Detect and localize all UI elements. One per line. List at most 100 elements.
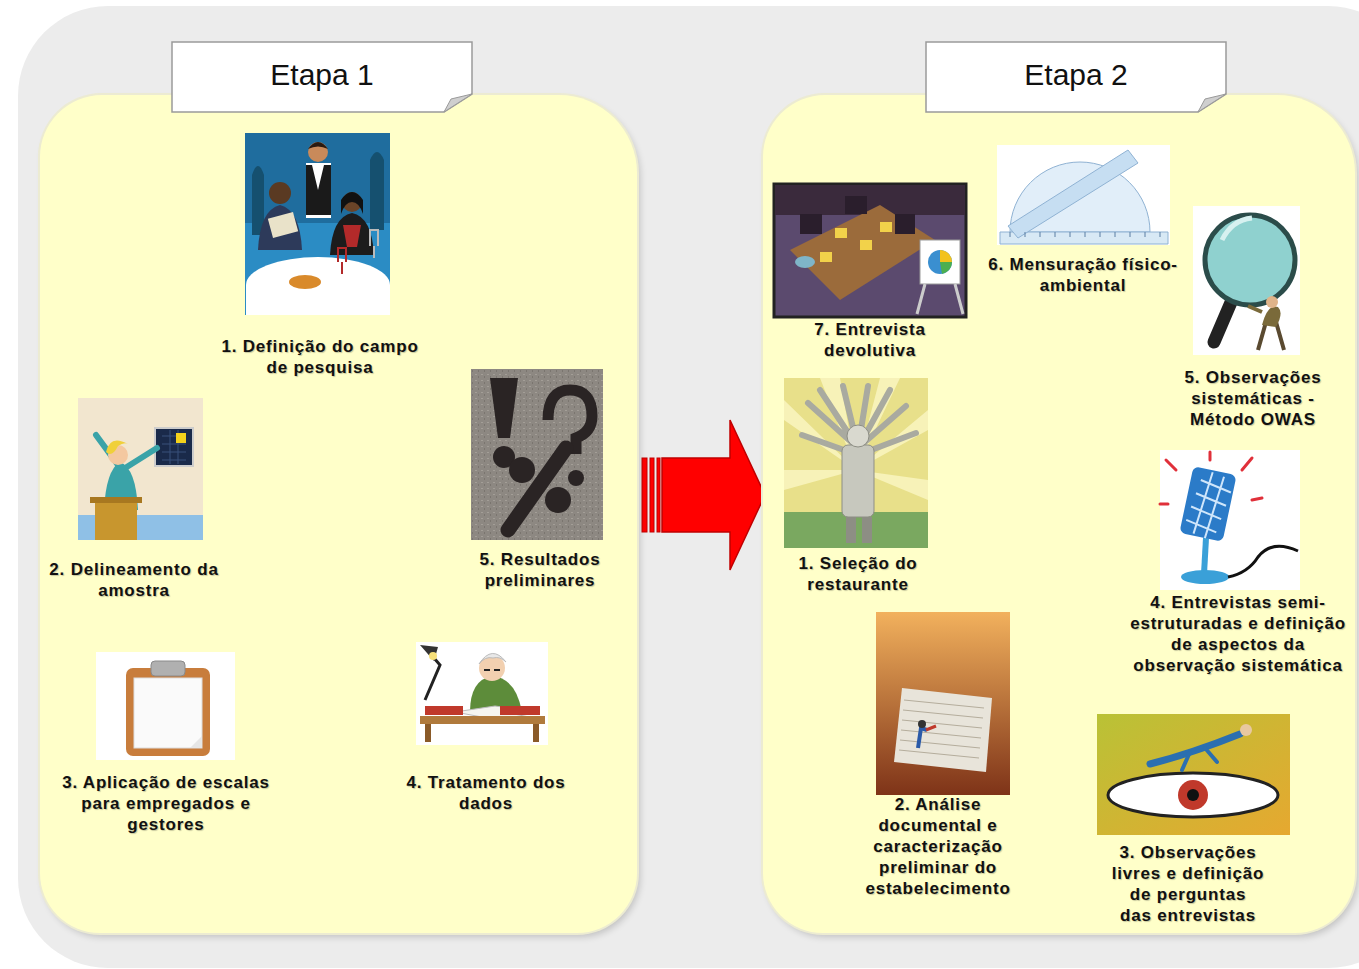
microphone-picture-part [1204,538,1206,574]
step-item: 1. Seleção do restaurante [788,553,928,595]
document-picture-part [894,688,992,772]
arrow-stripe [650,458,654,532]
reader-picture-part [500,706,540,715]
reader-picture-part [425,706,463,715]
tab-fold [444,94,472,112]
restaurant-picture-part [289,275,321,289]
reader-picture-part [425,724,431,742]
presenter-picture-part [95,500,137,540]
restaurant-picture-part [306,165,331,215]
presenter-picture-part [108,445,128,465]
step-item: 6. Mensuração físico- ambiental [981,254,1186,296]
selection-picture-part [847,425,869,447]
stage-heading: Etapa 2 [1024,58,1127,96]
restaurant-picture-part [252,166,264,235]
document-picture-part [926,726,936,730]
step-item: 4. Entrevistas semi- estruturadas e defi… [1127,592,1349,676]
magnifier-picture-part [1266,296,1278,308]
symbols-picture-part [493,446,515,468]
protractor-picture-part [1010,232,1160,237]
microphone-picture-part [1179,466,1236,542]
reader-picture-part [479,653,506,664]
restaurant-picture-part [258,205,302,250]
meeting-picture-part [940,262,952,274]
meeting-picture-part [775,185,965,215]
meeting-picture-part [920,240,960,284]
eye-picture-part [1178,780,1208,810]
symbols-picture [471,369,603,540]
eye-picture-part [1150,734,1240,764]
clipboard-picture-part [190,736,202,748]
symbols-picture-part [509,457,535,483]
restaurant-picture-part [342,192,362,212]
presenter-picture-part [162,430,186,464]
protractor-picture-part [1010,162,1150,232]
selection-picture-part [802,386,916,455]
symbols-picture-part [545,487,571,513]
reader-picture-part [533,724,539,742]
presenter-picture-part [104,462,138,510]
symbols-picture-part [508,448,566,530]
eye-picture-part [1097,714,1290,835]
step-caption: 5. Observações sistemáticas - Método OWA… [1178,367,1328,430]
document-picture-part [918,728,927,748]
clipboard-picture-part [96,652,235,760]
document-picture [876,612,1010,795]
reader-picture [416,642,548,745]
selection-picture-part [784,378,928,500]
magnifier-picture-part [1258,322,1284,350]
document-picture-part [918,720,926,728]
stage-panel: Etapa 21. Seleção do restaurante2. Análi… [763,95,1355,933]
presenter-picture-part [176,433,186,443]
meeting-picture-part [835,228,847,238]
reader-picture-part [420,645,438,661]
eye-picture-part [1187,789,1199,801]
document-picture-part [899,700,984,758]
selection-picture-part [784,512,928,548]
stage-tab: Etapa 2 [926,42,1226,112]
step-item: 3. Observações livres e definição de per… [1112,842,1265,926]
step-caption: 2. Análise documental e caracterização p… [861,794,1016,899]
restaurant-picture-part [246,257,390,313]
eye-picture-part [1108,773,1278,817]
restaurant-picture [245,133,390,315]
presenter-picture-part [106,440,128,454]
symbols-picture-part [548,390,592,454]
tab-shape [172,42,472,112]
presenter-picture-part [122,448,157,470]
microphone-picture [1160,450,1300,590]
step-item: 2. Análise documental e caracterização p… [861,794,1016,899]
meeting-picture-part [880,222,892,232]
microphone-picture-part [1160,450,1300,590]
restaurant-picture-part [269,182,291,204]
meeting-picture-part [917,284,963,314]
magnifier-picture-part [1214,300,1232,342]
symbols-picture-part [568,470,584,486]
magnifier-picture [1193,206,1300,355]
restaurant-picture-part [341,192,363,214]
microphone-picture-part [1181,570,1229,584]
clipboard-picture-part [151,661,185,676]
restaurant-picture-part [343,225,361,247]
tab-shape [926,42,1226,112]
protractor-picture [997,145,1170,245]
meeting-picture-part [928,250,952,274]
meeting-picture-part [795,256,815,268]
presenter-picture [78,398,203,540]
restaurant-picture-part [308,142,328,149]
meeting-picture-part [820,252,832,262]
step-item: 3. Aplicação de escalas para empregados … [51,772,281,835]
protractor-picture-part [997,145,1170,245]
magnifier-picture-part [1222,218,1252,240]
step-caption: 1. Definição do campo de pesquisa [215,336,425,378]
arrow-body [662,420,765,570]
reader-picture-part [455,706,540,720]
presenter-picture-part [78,515,203,540]
reader-picture-part [479,655,505,681]
presenter-picture-part [90,497,142,503]
meeting-picture-part [800,196,915,234]
ground-panel [18,6,1359,968]
reader-picture-part [429,652,437,660]
magnifier-picture-part [1193,206,1300,355]
